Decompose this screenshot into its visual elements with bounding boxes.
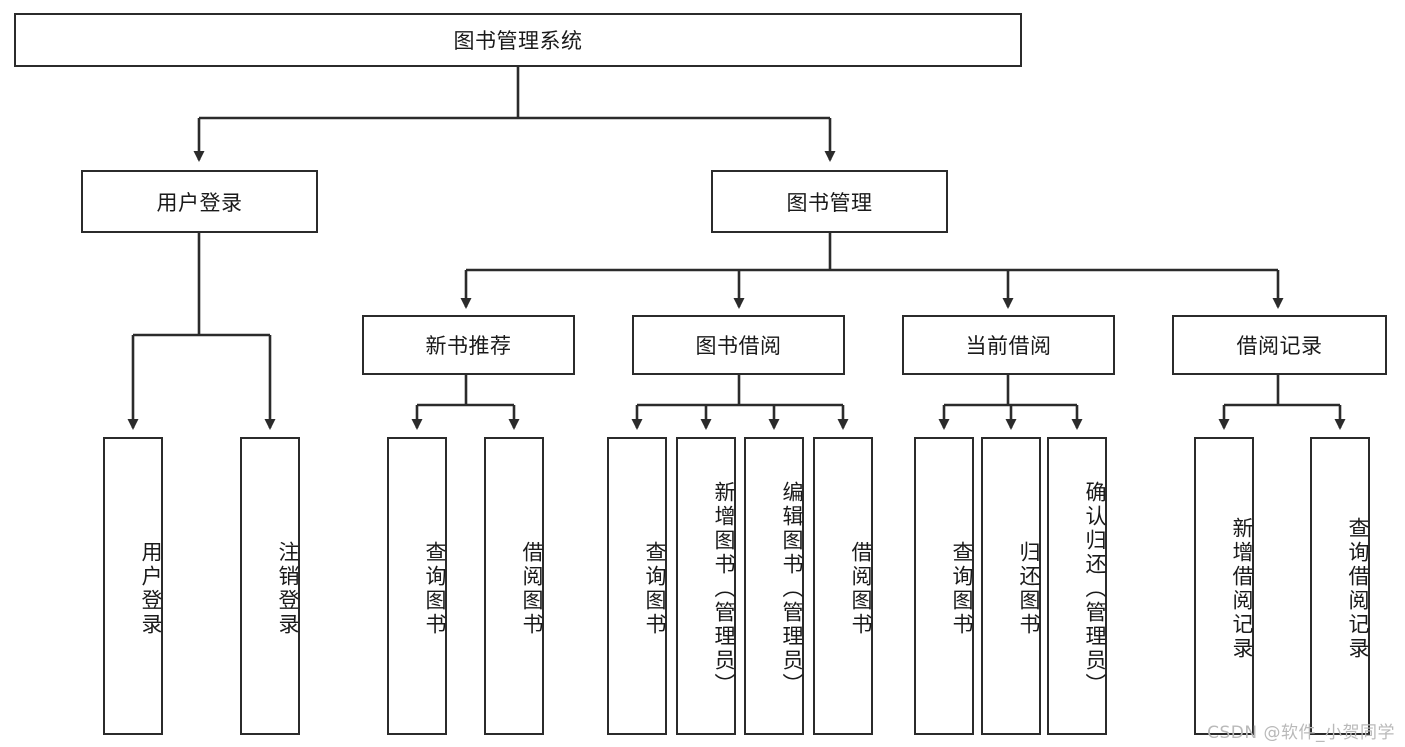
node-leaf-add-book[interactable]: 新增图书（管理员）: [676, 437, 736, 735]
node-leaf-edit-book-label: 编辑图书（管理员）: [780, 481, 804, 697]
node-leaf-user-login-label: 用户登录: [139, 541, 163, 637]
node-leaf-query-record-label: 查询借阅记录: [1346, 517, 1370, 661]
node-leaf-add-book-label: 新增图书（管理员）: [712, 481, 736, 697]
node-leaf-query-book-1-label: 查询图书: [423, 541, 447, 637]
node-book-borrow[interactable]: 图书借阅: [632, 315, 845, 375]
node-leaf-query-book-3[interactable]: 查询图书: [914, 437, 974, 735]
node-root[interactable]: 图书管理系统: [14, 13, 1022, 67]
node-leaf-borrow-book-2-label: 借阅图书: [849, 541, 873, 637]
node-book-manage[interactable]: 图书管理: [711, 170, 948, 233]
node-leaf-return-book-label: 归还图书: [1017, 541, 1041, 637]
node-root-label: 图书管理系统: [453, 29, 583, 53]
node-leaf-return-book[interactable]: 归还图书: [981, 437, 1041, 735]
node-leaf-user-login[interactable]: 用户登录: [103, 437, 163, 735]
node-leaf-edit-book[interactable]: 编辑图书（管理员）: [744, 437, 804, 735]
node-current-borrow-label: 当前借阅: [965, 334, 1052, 358]
node-leaf-borrow-book-1[interactable]: 借阅图书: [484, 437, 544, 735]
node-leaf-user-logout[interactable]: 注销登录: [240, 437, 300, 735]
node-user-login-label: 用户登录: [156, 190, 243, 215]
node-book-borrow-label: 图书借阅: [695, 334, 782, 358]
node-leaf-borrow-book-2[interactable]: 借阅图书: [813, 437, 873, 735]
node-book-manage-label: 图书管理: [786, 190, 873, 215]
node-leaf-add-record-label: 新增借阅记录: [1230, 517, 1254, 661]
node-leaf-query-book-1[interactable]: 查询图书: [387, 437, 447, 735]
node-leaf-query-book-2[interactable]: 查询图书: [607, 437, 667, 735]
node-user-login[interactable]: 用户登录: [81, 170, 318, 233]
node-leaf-user-logout-label: 注销登录: [276, 541, 300, 637]
node-current-borrow[interactable]: 当前借阅: [902, 315, 1115, 375]
node-borrow-record[interactable]: 借阅记录: [1172, 315, 1387, 375]
node-leaf-add-record[interactable]: 新增借阅记录: [1194, 437, 1254, 735]
node-leaf-confirm-return[interactable]: 确认归还（管理员）: [1047, 437, 1107, 735]
node-leaf-borrow-book-1-label: 借阅图书: [520, 541, 544, 637]
node-leaf-query-record[interactable]: 查询借阅记录: [1310, 437, 1370, 735]
node-new-book-recommend[interactable]: 新书推荐: [362, 315, 575, 375]
node-leaf-query-book-3-label: 查询图书: [950, 541, 974, 637]
node-leaf-query-book-2-label: 查询图书: [643, 541, 667, 637]
node-leaf-confirm-return-label: 确认归还（管理员）: [1083, 481, 1107, 697]
node-borrow-record-label: 借阅记录: [1236, 334, 1323, 358]
node-new-book-recommend-label: 新书推荐: [425, 334, 512, 358]
